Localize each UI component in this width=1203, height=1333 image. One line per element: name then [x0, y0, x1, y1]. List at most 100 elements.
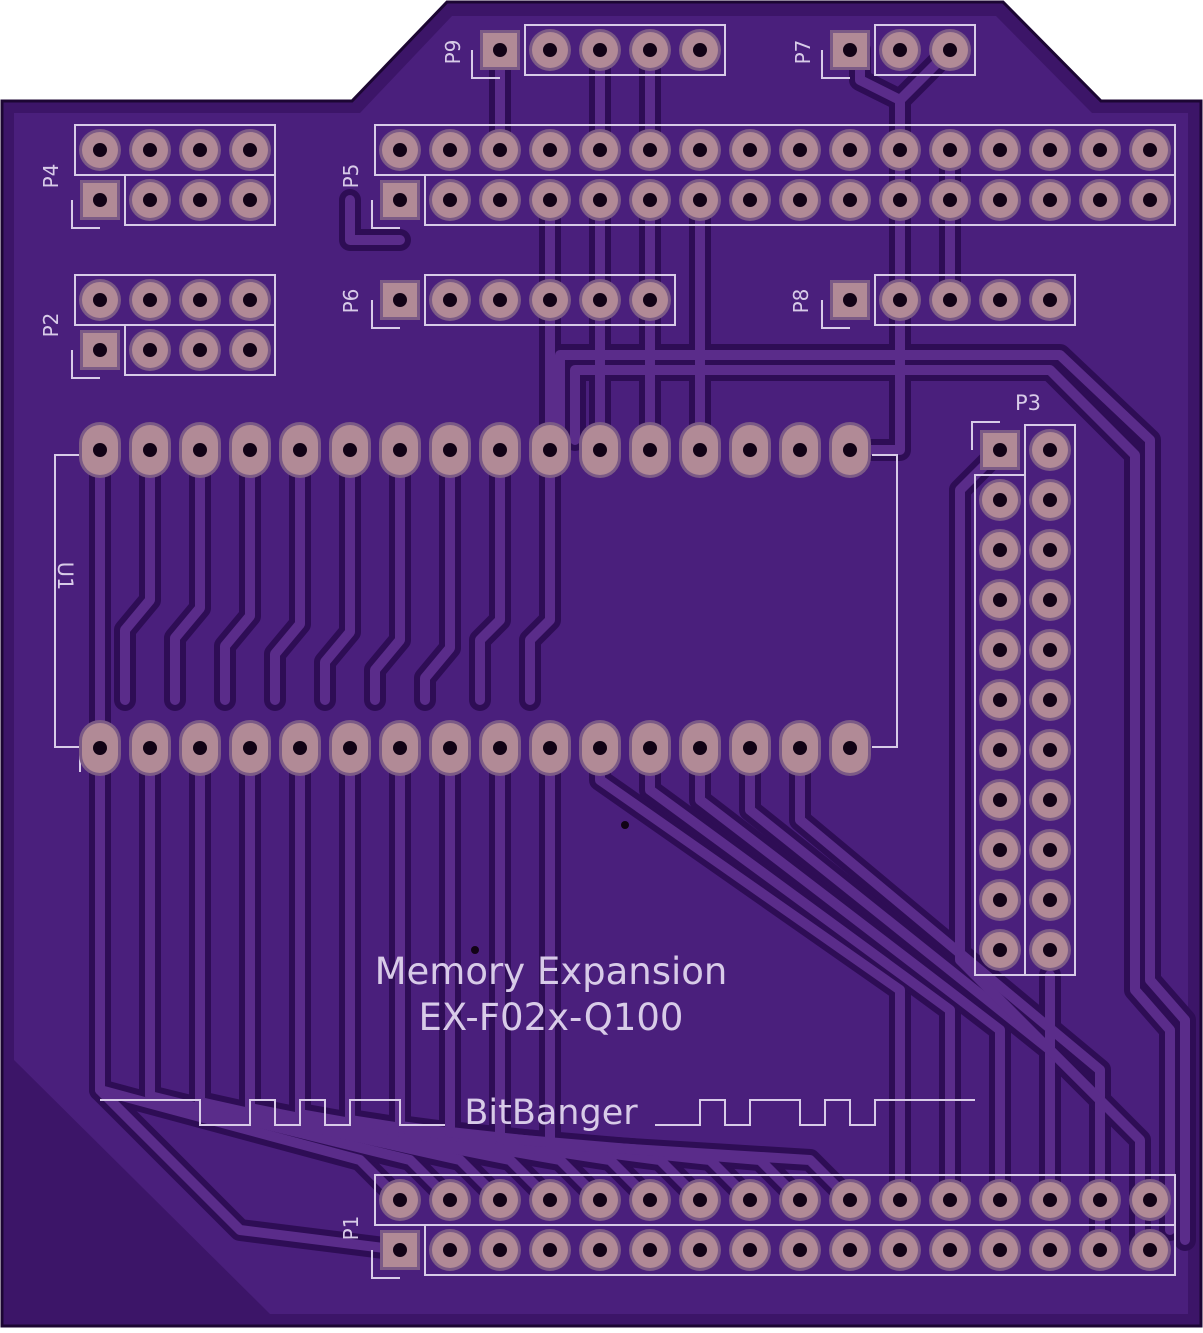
header-p3-pin1-mark [971, 421, 1000, 450]
drill-hole [793, 741, 807, 755]
drill-hole [643, 1243, 657, 1257]
drill-hole [793, 143, 807, 157]
drill-hole [243, 741, 257, 755]
drill-hole [843, 1243, 857, 1257]
trace [955, 445, 1105, 1245]
trace [220, 445, 255, 705]
drill-hole [743, 1243, 757, 1257]
header-p4-outline-bottom [124, 174, 276, 226]
drill-hole [393, 1193, 407, 1207]
drill-hole [93, 343, 107, 357]
drill-hole [893, 293, 907, 307]
vias [471, 821, 629, 954]
drill-hole [1143, 1193, 1157, 1207]
drill-hole [143, 293, 157, 307]
designator-p9: P9 [441, 40, 465, 65]
designator-p8: P8 [789, 289, 813, 314]
drill-hole [343, 741, 357, 755]
drill-hole [93, 193, 107, 207]
drill-hole [743, 1193, 757, 1207]
trace [370, 445, 405, 705]
drill-hole [443, 1193, 457, 1207]
drill-hole [1093, 193, 1107, 207]
drill-hole [193, 293, 207, 307]
header-p5-outline-bottom [424, 174, 1176, 226]
drill-hole [593, 193, 607, 207]
drill-hole [1143, 1243, 1157, 1257]
drill-hole [693, 43, 707, 57]
trace [345, 195, 405, 245]
drill-hole [843, 193, 857, 207]
drill-hole [993, 293, 1007, 307]
drill-hole [493, 143, 507, 157]
drill-hole [543, 43, 557, 57]
drill-hole [543, 143, 557, 157]
drill-hole [593, 143, 607, 157]
drill-hole [1043, 493, 1057, 507]
u1-outline-left [54, 454, 80, 748]
drill-hole [593, 293, 607, 307]
brand-name: BitBanger [464, 1093, 638, 1133]
drill-hole [1043, 893, 1057, 907]
drill-hole [493, 1243, 507, 1257]
trace [270, 445, 305, 705]
silkscreen [54, 24, 1176, 1279]
drill-hole [643, 443, 657, 457]
trace [745, 743, 1055, 1205]
drill-hole [993, 743, 1007, 757]
header-p8-pin1-mark [821, 300, 850, 329]
drill-hole [443, 143, 457, 157]
drill-hole [1093, 143, 1107, 157]
drill-hole [693, 193, 707, 207]
drill-hole [543, 193, 557, 207]
drill-hole [443, 443, 457, 457]
drill-hole [943, 1193, 957, 1207]
designator-p1: P1 [339, 1216, 363, 1241]
drill-hole [843, 143, 857, 157]
designator-p6: P6 [339, 289, 363, 314]
drill-hole [793, 1243, 807, 1257]
drill-hole [93, 293, 107, 307]
trace [570, 365, 1175, 1235]
drill-hole [93, 741, 107, 755]
drill-hole [293, 741, 307, 755]
designator-p2: P2 [39, 313, 63, 338]
header-p5-pin1-mark [371, 200, 400, 229]
drill-hole [693, 1193, 707, 1207]
board-title-line2: EX-F02x-Q100 [419, 996, 684, 1039]
u1-outline-right [872, 454, 898, 748]
drill-hole [643, 741, 657, 755]
trace [420, 445, 455, 705]
drill-hole [993, 1243, 1007, 1257]
silkscreen-labels: P9 P7 P4 P5 P2 P6 P8 P3 U1 P1 Memory Exp… [39, 40, 1041, 1241]
drill-hole [993, 643, 1007, 657]
drill-hole [993, 593, 1007, 607]
drill-hole [493, 43, 507, 57]
drill-hole [893, 1243, 907, 1257]
drill-hole [1093, 1243, 1107, 1257]
trace [170, 445, 205, 705]
drill-hole [793, 443, 807, 457]
drill-hole [1143, 193, 1157, 207]
drill-hole [1043, 293, 1057, 307]
drill-hole [993, 693, 1007, 707]
designator-p3: P3 [1015, 391, 1041, 415]
drill-hole [993, 943, 1007, 957]
drill-hole [543, 293, 557, 307]
drill-hole [743, 741, 757, 755]
drill-hole [143, 143, 157, 157]
drill-hole [293, 443, 307, 457]
drill-hole [893, 193, 907, 207]
drill-hole [693, 143, 707, 157]
drill-hole [243, 293, 257, 307]
drill-hole [393, 443, 407, 457]
drill-hole [543, 443, 557, 457]
drill-hole [593, 43, 607, 57]
drill-hole [443, 193, 457, 207]
drill-hole [993, 893, 1007, 907]
drill-hole [393, 143, 407, 157]
header-p3-outline-left [974, 474, 1026, 976]
drill-hole [193, 343, 207, 357]
drill-hole [493, 443, 507, 457]
